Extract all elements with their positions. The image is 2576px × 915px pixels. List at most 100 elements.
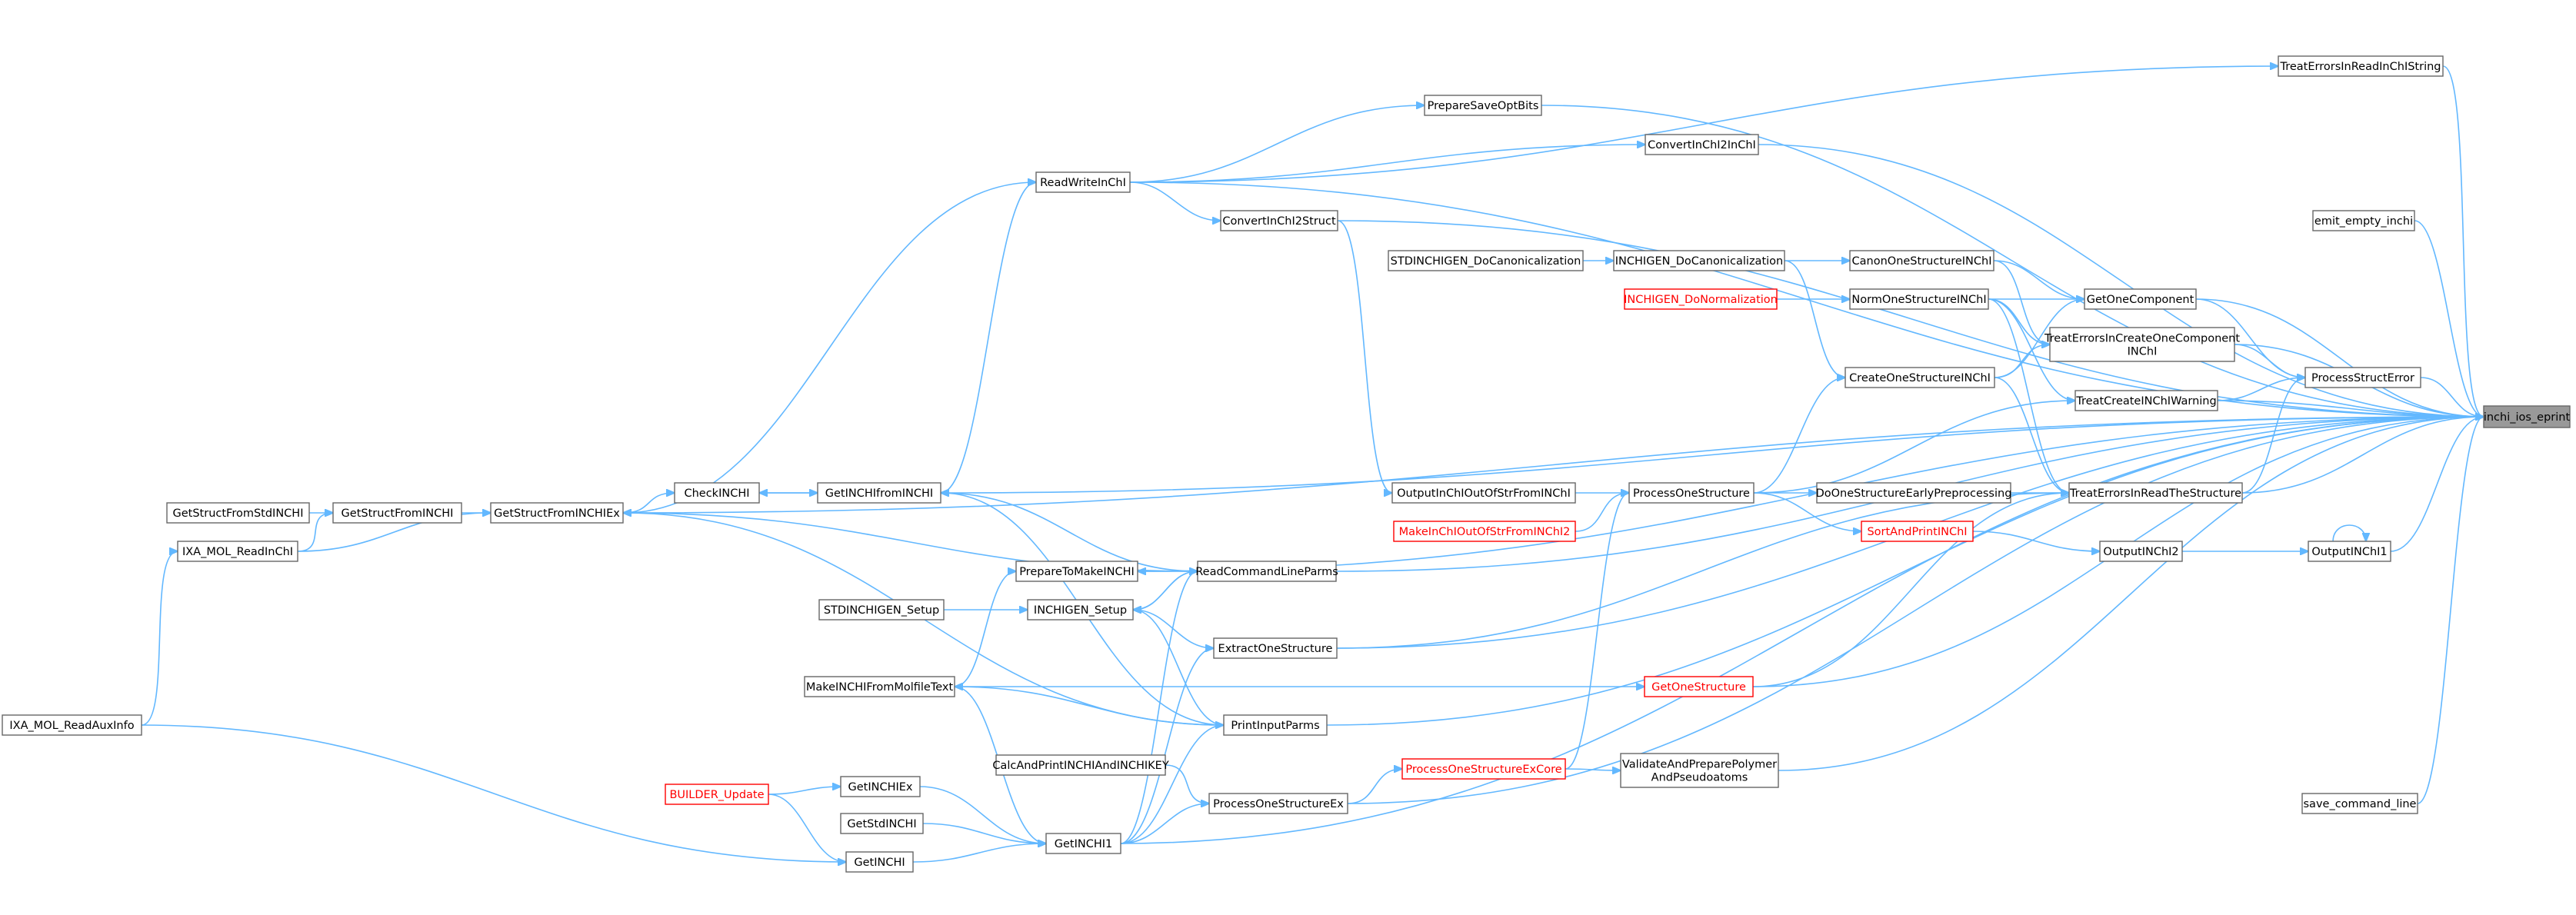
- nodes-layer: inchi_ios_eprint TreatErrorsInReadInChISt…: [2, 55, 2571, 873]
- node-process-one-ex[interactable]: ProcessOneStructureEx: [1208, 793, 1348, 814]
- edge-n_process_one_excore-to-n_process_one: [1565, 493, 1629, 770]
- node-get-struct-inchi[interactable]: GetStructFromINCHI: [332, 502, 462, 524]
- node-treat-read-struct[interactable]: TreatErrorsInReadTheStructure: [2068, 482, 2243, 504]
- edge-n_ixa_read_aux-to-n_ixa_read_inchi: [141, 551, 178, 726]
- node-box: [2304, 367, 2421, 388]
- node-box: [1197, 561, 1337, 582]
- edge-n_emit_empty-to-n_focus: [2414, 220, 2484, 417]
- node-output-inchi1[interactable]: OutputINChI1: [2308, 541, 2391, 562]
- node-canon-one[interactable]: CanonOneStructureINChI: [1849, 250, 1994, 271]
- node-save-cmd[interactable]: save_command_line: [2301, 793, 2418, 814]
- node-box: [1620, 753, 1779, 788]
- node-label: CalcAndPrintINCHIAndINCHIKEY: [992, 760, 1169, 772]
- node-get-std-inchi[interactable]: GetStdINCHI: [840, 813, 924, 834]
- node-get-inchi1[interactable]: GetINCHI1: [1045, 833, 1121, 854]
- edge-n_treat_create_warn-to-n_process_struct_err: [2217, 378, 2305, 401]
- node-print-input[interactable]: PrintInputParms: [1223, 714, 1328, 736]
- edge-n_get_inchi1-to-n_read_cmd: [1120, 571, 1198, 844]
- node-box: [1015, 561, 1138, 582]
- edge-n_create_one-to-n_treat_create_comp: [1994, 344, 2050, 378]
- node-label: IXA_MOL_ReadInChI: [182, 546, 293, 558]
- node-treat-read-str[interactable]: TreatErrorsInReadInChIString: [2278, 55, 2444, 77]
- node-label: STDINCHIGEN_Setup: [824, 604, 939, 617]
- node-inchigen-docanon[interactable]: INCHIGEN_DoCanonicalization: [1613, 250, 1785, 271]
- node-treat-create-warn[interactable]: TreatCreateINChIWarning: [2074, 390, 2218, 411]
- edges-layer: [141, 66, 2484, 862]
- edge-n_make_from_molfile-to-n_prepare_make: [954, 571, 1016, 687]
- node-get-inchiex[interactable]: GetINCHIEx: [840, 776, 921, 797]
- node-extract-one[interactable]: ExtractOneStructure: [1213, 637, 1338, 659]
- node-label: INChI: [2128, 346, 2158, 358]
- node-box: [1849, 250, 1994, 271]
- node-box: [1045, 833, 1121, 854]
- node-do-one-early[interactable]: DoOneStructureEarlyPreprocessing: [1816, 482, 2012, 504]
- node-create-one[interactable]: CreateOneStructureINChI: [1845, 367, 1995, 388]
- edge-n_print_input-to-n_inchigen_setup: [1133, 610, 1225, 726]
- node-make-out-of-str2[interactable]: MakeInChIOutOfStrFromINChI2: [1393, 521, 1576, 542]
- node-label: inchi_ios_eprint: [2484, 411, 2571, 424]
- node-box: [1388, 250, 1584, 271]
- node-box: [2483, 405, 2571, 428]
- edge-n_treat_read_struct-to-n_focus: [2241, 417, 2484, 494]
- node-label: ProcessOneStructureEx: [1213, 798, 1344, 810]
- node-process-one-excore[interactable]: ProcessOneStructureExCore: [1401, 758, 1566, 780]
- node-focus[interactable]: inchi_ios_eprint: [2483, 405, 2571, 428]
- node-emit-empty[interactable]: emit_empty_inchi: [2312, 210, 2415, 231]
- node-label: STDINCHIGEN_DoCanonicalization: [1391, 255, 1581, 268]
- node-box: [2068, 482, 2243, 504]
- edge-n_process_one_ex-to-n_process_one_excore: [1347, 769, 1402, 804]
- node-box: [2308, 541, 2391, 562]
- edge-n_readwrite-to-n_prep_save: [1129, 105, 1425, 183]
- edge-n_read_cmd-to-n_get_inchi_from_inchi: [941, 493, 1198, 572]
- node-label: NormOneStructureINChI: [1851, 294, 1986, 306]
- edge-n_get_std_inchi-to-n_get_inchi1: [922, 823, 1046, 843]
- node-box: [177, 541, 298, 562]
- edge-n_norm_one-to-n_treat_read_struct: [1988, 298, 2069, 493]
- node-sort-print[interactable]: SortAndPrintINChI: [1861, 521, 1974, 542]
- node-inchigen-donorm[interactable]: INCHIGEN_DoNormalization: [1624, 288, 1778, 310]
- node-output-inchi2[interactable]: OutputINChI2: [2099, 541, 2183, 562]
- node-ixa-read-inchi[interactable]: IXA_MOL_ReadInChI: [177, 541, 298, 562]
- node-label: INCHIGEN_DoNormalization: [1624, 294, 1778, 306]
- node-std-setup[interactable]: STDINCHIGEN_Setup: [818, 599, 945, 621]
- node-make-from-molfile[interactable]: MakeINCHIFromMolfileText: [804, 676, 955, 697]
- node-calc-print[interactable]: CalcAndPrintINCHIAndINCHIKEY: [992, 754, 1169, 776]
- edge-n_readwrite-to-n_treat_read_str: [1129, 66, 2278, 183]
- node-prepare-make[interactable]: PrepareToMakeINCHI: [1015, 561, 1138, 582]
- node-get-inchi-from-inchi[interactable]: GetINCHIfromINCHI: [817, 482, 941, 504]
- node-read-cmd[interactable]: ReadCommandLineParms: [1195, 561, 1338, 582]
- node-process-struct-err[interactable]: ProcessStructError: [2304, 367, 2421, 388]
- node-label: GetStructFromINCHI: [342, 507, 454, 520]
- edge-n_get_inchi1-to-n_extract_one: [1120, 648, 1214, 844]
- node-label: TreatErrorsInReadTheStructure: [2069, 487, 2241, 500]
- node-norm-one[interactable]: NormOneStructureINChI: [1849, 288, 1989, 310]
- node-get-one-struct[interactable]: GetOneStructure: [1644, 676, 1754, 697]
- edge-n_treat_read_struct-to-n_process_struct_err: [2241, 378, 2305, 494]
- node-box: [2049, 327, 2235, 362]
- node-get-inchi[interactable]: GetINCHI: [845, 851, 914, 873]
- node-process-one[interactable]: ProcessOneStructure: [1628, 482, 1755, 504]
- node-ixa-read-aux[interactable]: IXA_MOL_ReadAuxInfo: [2, 714, 142, 736]
- node-output-out-of-str[interactable]: OutputInChIOutOfStrFromINChI: [1391, 482, 1576, 504]
- node-get-struct-std[interactable]: GetStructFromStdINCHI: [166, 502, 310, 524]
- node-box: [332, 502, 462, 524]
- node-get-one-comp[interactable]: GetOneComponent: [2084, 288, 2197, 310]
- edge-n_get_inchiex-to-n_get_inchi1: [919, 786, 1046, 843]
- edge-n_process_one-to-n_create_one: [1753, 378, 1845, 494]
- node-label: INCHIGEN_Setup: [1034, 604, 1127, 617]
- node-convert-inchi2struct[interactable]: ConvertInChI2Struct: [1220, 210, 1338, 231]
- node-readwrite[interactable]: ReadWriteInChI: [1035, 171, 1131, 193]
- node-builder-update[interactable]: BUILDER_Update: [665, 784, 769, 805]
- node-box: [1208, 793, 1348, 814]
- node-check-inchi[interactable]: CheckINCHI: [674, 482, 760, 504]
- node-label: ReadWriteInChI: [1040, 177, 1126, 189]
- node-inchigen-setup[interactable]: INCHIGEN_Setup: [1027, 599, 1134, 621]
- node-convert-inchi2inchi[interactable]: ConvertInChI2InChI: [1645, 134, 1759, 155]
- node-get-struct-inchiex[interactable]: GetStructFromINCHIEx: [490, 502, 624, 524]
- node-std-docanon[interactable]: STDINCHIGEN_DoCanonicalization: [1388, 250, 1584, 271]
- node-prep-save[interactable]: PrepareSaveOptBits: [1424, 95, 1542, 116]
- edge-n_process_struct_err-to-n_focus: [2420, 377, 2484, 417]
- node-label: GetStructFromStdINCHI: [173, 507, 304, 520]
